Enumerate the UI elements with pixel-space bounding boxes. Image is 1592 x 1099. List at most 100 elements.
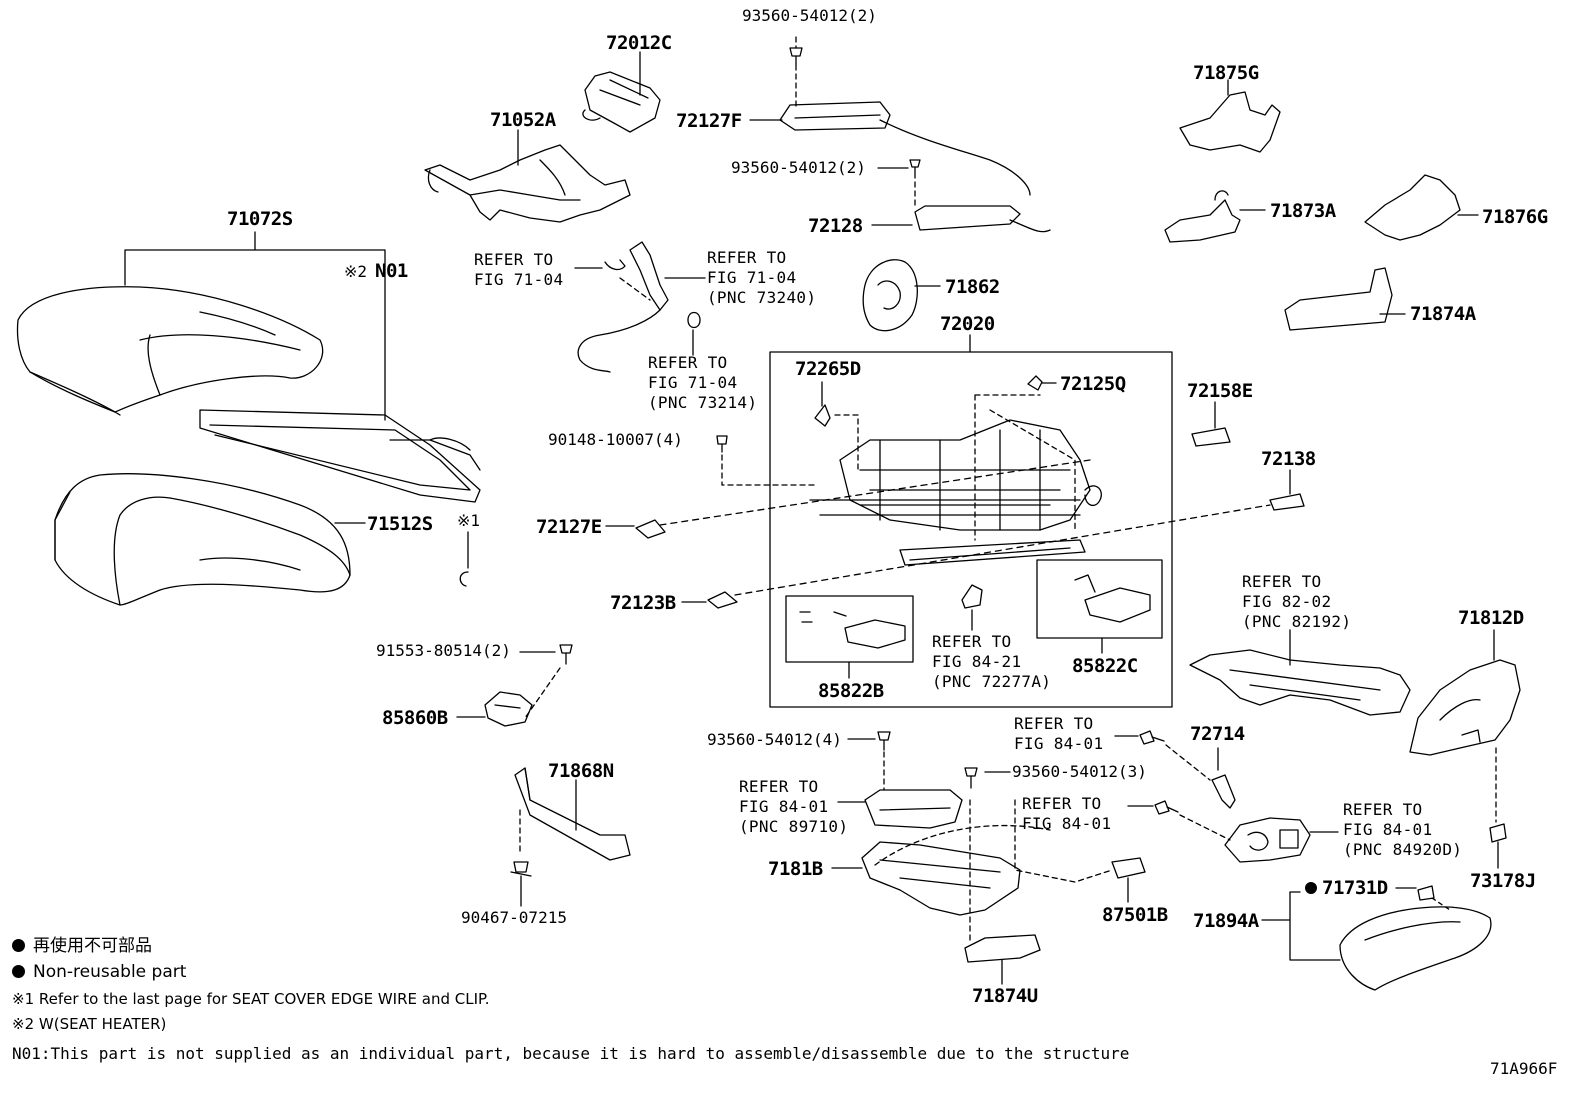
label-71874U: 71874U xyxy=(972,985,1038,1007)
cover-71812D-drawing xyxy=(1409,659,1521,756)
label-90467: 90467-07215 xyxy=(461,908,567,927)
switch-85860B-drawing xyxy=(484,691,533,727)
clip-72125Q-icon xyxy=(1027,375,1043,391)
seat-cushion-pad-drawing xyxy=(54,473,351,606)
label-71874A: 71874A xyxy=(1410,303,1476,325)
motor-85822B-drawing xyxy=(799,611,906,649)
clip-71731D-icon xyxy=(1417,885,1435,901)
cover-71874A-drawing xyxy=(1284,267,1393,331)
non-reusable-dot-71731D xyxy=(1305,882,1317,894)
screw-refer-8401b-icon xyxy=(1154,800,1179,815)
label-N01-mark: ※2 xyxy=(344,262,368,281)
bolt-93560-d-icon xyxy=(964,767,978,789)
label-93560-a: 93560-54012(2) xyxy=(742,6,877,25)
leader-71894A xyxy=(1261,891,1341,961)
label-72123B: 72123B xyxy=(610,592,676,614)
knob-72714-drawing xyxy=(1211,774,1236,809)
grommet-73214-icon xyxy=(687,311,701,329)
bracket-71875G-drawing xyxy=(1179,91,1281,153)
label-71894A: 71894A xyxy=(1193,910,1259,932)
note-1: ※1 Refer to the last page for SEAT COVER… xyxy=(12,990,490,1008)
refer-fig-84-01-b[interactable]: REFER TO FIG 84-01 xyxy=(1022,794,1112,833)
leader-71072S xyxy=(124,231,386,421)
label-72138: 72138 xyxy=(1261,448,1316,470)
wire-harness-refer-drawing xyxy=(577,241,669,373)
legend-jp-text: 再使用不可部品 xyxy=(33,936,152,956)
clip-90467-icon xyxy=(510,861,532,877)
cover-71894A-drawing xyxy=(1339,906,1492,991)
label-91553: 91553-80514(2) xyxy=(376,641,511,660)
refer-fig-84-01-pnc84920D[interactable]: REFER TO FIG 84-01 (PNC 84920D) xyxy=(1343,800,1463,859)
non-reusable-dot-icon xyxy=(12,939,25,952)
bracket-7181B-drawing xyxy=(861,841,1021,916)
legend-en-text: Non-reusable part xyxy=(33,962,187,982)
label-85822C: 85822C xyxy=(1072,655,1138,677)
label-90148: 90148-10007(4) xyxy=(548,430,683,449)
refer-fig-71-04-pnc73240[interactable]: REFER TO FIG 71-04 (PNC 73240) xyxy=(707,248,817,307)
label-7181B: 7181B xyxy=(768,858,823,880)
cover-71874U-drawing xyxy=(964,934,1041,963)
label-72714: 72714 xyxy=(1190,723,1245,745)
label-85860B: 85860B xyxy=(382,707,448,729)
clip-icon xyxy=(459,571,469,587)
seat-adjuster-box xyxy=(769,351,1173,708)
cover-71862-drawing xyxy=(862,259,918,332)
label-71512S-mark: ※1 xyxy=(457,511,481,530)
label-72125Q: 72125Q xyxy=(1060,373,1126,395)
refer-fig-71-04-pnc73214[interactable]: REFER TO FIG 71-04 (PNC 73214) xyxy=(648,353,758,412)
bolt-91553-icon xyxy=(559,644,573,665)
bolt-93560-b-icon xyxy=(909,159,921,179)
refer-fig-82-02[interactable]: REFER TO FIG 82-02 (PNC 82192) xyxy=(1242,572,1352,631)
cushion-frame-72012C-drawing xyxy=(582,71,661,133)
cable-72127F-drawing xyxy=(779,101,1031,196)
seat-adjuster-frame-drawing xyxy=(809,419,1102,566)
seat-heater-mat-drawing xyxy=(199,409,481,503)
motor-85822C-box xyxy=(1036,559,1163,639)
refer-fig-84-01-pnc89710[interactable]: REFER TO FIG 84-01 (PNC 89710) xyxy=(739,777,849,836)
bracket-71873A-drawing xyxy=(1164,190,1241,243)
label-71731D: 71731D xyxy=(1322,877,1388,899)
bracket-72128-drawing xyxy=(914,205,1051,233)
bolt-93560-c-icon xyxy=(877,731,891,751)
label-93560-c: 93560-54012(4) xyxy=(707,730,842,749)
label-71862: 71862 xyxy=(945,276,1000,298)
cap-73178J-icon xyxy=(1489,823,1507,843)
bracket-72265D-icon xyxy=(814,404,831,427)
label-85822B: 85822B xyxy=(818,680,884,702)
clip-72127E-icon xyxy=(635,519,666,539)
legend-jp: 再使用不可部品 xyxy=(12,938,152,955)
label-72158E: 72158E xyxy=(1187,380,1253,402)
refer-fig-84-21[interactable]: REFER TO FIG 84-21 (PNC 72277A) xyxy=(932,632,1052,691)
legend-en: Non-reusable part xyxy=(12,964,186,981)
label-71512S: 71512S xyxy=(367,513,433,535)
bar-71868N-drawing xyxy=(514,767,631,861)
label-71052A: 71052A xyxy=(490,109,556,131)
bolt-93560-a-icon xyxy=(789,47,803,71)
note-n01: N01:This part is not supplied as an indi… xyxy=(12,1044,1130,1063)
label-72127F: 72127F xyxy=(676,110,742,132)
label-72265D: 72265D xyxy=(795,358,861,380)
bracket-71876G-drawing xyxy=(1364,174,1461,241)
refer-fig-71-04-a[interactable]: REFER TO FIG 71-04 xyxy=(474,250,564,289)
label-87501B: 87501B xyxy=(1102,904,1168,926)
label-71072S: 71072S xyxy=(227,208,293,230)
label-71873A: 71873A xyxy=(1270,200,1336,222)
wire-harness-71052A-drawing xyxy=(424,144,631,223)
cover-72138-drawing xyxy=(1269,493,1305,511)
figure-id: 71A966F xyxy=(1490,1059,1558,1078)
ecu-89710-drawing xyxy=(864,789,963,829)
switch-84920D-drawing xyxy=(1224,817,1311,863)
bracket-72277A-icon xyxy=(961,584,983,609)
seat-cushion-cover-drawing xyxy=(16,286,324,416)
refer-fig-84-01-a[interactable]: REFER TO FIG 84-01 xyxy=(1014,714,1104,753)
non-reusable-dot-icon xyxy=(12,965,25,978)
label-71876G: 71876G xyxy=(1482,206,1548,228)
screw-refer-8401a-icon xyxy=(1139,730,1165,745)
motor-85822B-box xyxy=(785,595,914,663)
label-93560-d: 93560-54012(3) xyxy=(1012,762,1147,781)
clip-72123B-icon xyxy=(707,591,738,609)
bolt-90148-icon xyxy=(716,435,728,453)
label-93560-b: 93560-54012(2) xyxy=(731,158,866,177)
label-72128: 72128 xyxy=(808,215,863,237)
